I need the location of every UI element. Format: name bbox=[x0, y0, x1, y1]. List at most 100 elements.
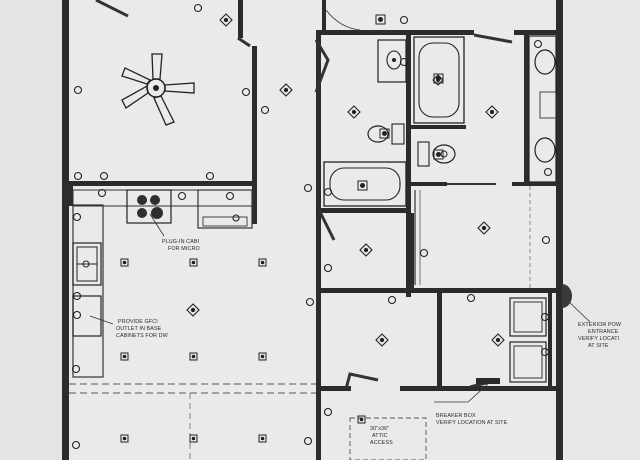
exterior-wall-right bbox=[556, 0, 563, 460]
outlet-icon bbox=[323, 263, 333, 273]
master-vanity-icon bbox=[528, 35, 557, 183]
leader-plug-in-cabinet bbox=[149, 213, 165, 237]
bath2-tub-wall bbox=[411, 125, 466, 129]
bath1-toilet-icon bbox=[367, 123, 405, 145]
recessed-light-icon bbox=[258, 434, 267, 443]
wall-laundry-divider bbox=[437, 293, 442, 389]
note-gfci-line3: CABINETS FOR DW bbox=[116, 333, 169, 339]
hall-wall-left bbox=[316, 30, 321, 460]
paper-margin-left bbox=[0, 0, 62, 460]
recessed-light-icon bbox=[258, 258, 267, 267]
walls bbox=[62, 0, 563, 460]
master-bath-vanity-wall bbox=[524, 35, 529, 183]
outlets bbox=[71, 3, 553, 450]
exhaust-fan-icon bbox=[433, 73, 444, 84]
dishwasher bbox=[72, 295, 102, 337]
attic-access-outline bbox=[349, 417, 427, 460]
exhaust-fan-icon bbox=[379, 128, 390, 139]
outlet-icon bbox=[241, 87, 251, 97]
kitchen-sink-icon bbox=[72, 242, 102, 286]
note-attic-access-line1: 30"x36" bbox=[370, 426, 389, 432]
door-living-right bbox=[237, 36, 251, 48]
outlet-icon bbox=[399, 57, 409, 67]
outlet-icon bbox=[323, 407, 333, 417]
outlet-icon bbox=[72, 310, 82, 320]
note-attic-access-line3: ACCESS bbox=[370, 440, 393, 446]
outlet-icon bbox=[73, 85, 83, 95]
recessed-light-icon bbox=[189, 434, 198, 443]
bath2-tub-icon bbox=[413, 36, 465, 124]
kitchen-wall-stub bbox=[69, 186, 73, 206]
outlet-icon bbox=[71, 364, 81, 374]
outlet-icon bbox=[205, 171, 215, 181]
exhaust-fan-icon bbox=[433, 149, 444, 160]
outlet-icon bbox=[72, 212, 82, 222]
hall-top-stub bbox=[322, 0, 326, 30]
ceiling-light-icon bbox=[477, 221, 491, 235]
master-bath-wall-top bbox=[514, 30, 558, 35]
wall-hall-bottom-left bbox=[321, 386, 351, 391]
ceiling-fan-icon bbox=[121, 53, 195, 126]
closet-wall-right bbox=[410, 213, 414, 288]
outlet-icon bbox=[177, 191, 187, 201]
fixtures bbox=[72, 35, 572, 384]
outlet-icon bbox=[533, 39, 543, 49]
outlet-icon bbox=[305, 297, 315, 307]
outlet-icon bbox=[260, 105, 270, 115]
outlet-icon bbox=[303, 183, 313, 193]
master-bath-wall-bottom bbox=[512, 182, 558, 186]
door-bath1 bbox=[317, 209, 336, 241]
door-bath2 bbox=[473, 33, 513, 44]
note-plug-in-cabinet-line2: FOR MICRO bbox=[168, 246, 200, 252]
refrigerator bbox=[197, 189, 253, 229]
living-wall-segment bbox=[238, 0, 243, 38]
wall-living-bottom bbox=[69, 181, 255, 186]
refrigerator-door bbox=[202, 216, 248, 227]
leader-lines bbox=[89, 213, 591, 403]
recessed-light-icon bbox=[189, 352, 198, 361]
outlet-icon bbox=[323, 187, 333, 197]
note-gfci-line2: OUTLET IN BASE bbox=[116, 326, 162, 332]
outlet-icon bbox=[225, 191, 235, 201]
ceiling-light-icon bbox=[359, 243, 373, 257]
bath1-wall-bottom bbox=[321, 208, 409, 213]
recessed-light-icon bbox=[258, 352, 267, 361]
outlet-icon bbox=[399, 15, 409, 25]
recessed-light-icon bbox=[120, 352, 129, 361]
note-breaker-box-line1: BREAKER BOX bbox=[436, 413, 476, 419]
ceiling-light-icon bbox=[279, 83, 293, 97]
dryer-icon bbox=[509, 341, 547, 383]
note-breaker-box-line2: VERIFY LOCATION AT SITE bbox=[436, 420, 508, 426]
note-exterior-power-line3: VERIFY LOCATI bbox=[578, 336, 619, 342]
note-exterior-power-line4: AT SITE bbox=[588, 343, 609, 349]
note-attic-access-line2: ATTIC bbox=[372, 433, 388, 439]
note-plug-in-cabinet-line1: PLUG-IN CABI bbox=[162, 239, 199, 245]
outlet-icon bbox=[72, 291, 82, 301]
leader-gfci bbox=[89, 315, 114, 325]
wall-laundry-bottom bbox=[400, 386, 558, 391]
wall-laundry-top bbox=[321, 288, 558, 293]
leader-exterior-power bbox=[566, 299, 591, 323]
outlet-icon bbox=[540, 347, 550, 357]
doors bbox=[95, 0, 513, 390]
bath2-toilet-icon bbox=[417, 141, 456, 167]
recessed-light-icon bbox=[120, 258, 129, 267]
wall-kitchen-right bbox=[252, 46, 257, 224]
outlet-icon bbox=[97, 188, 107, 198]
exhaust-fan-icon bbox=[375, 14, 386, 25]
note-exterior-power-line1: EXTERIOR POW bbox=[578, 322, 622, 328]
outlet-icon bbox=[232, 214, 240, 222]
leader-breaker-box bbox=[434, 383, 489, 403]
ceiling-light-icon bbox=[347, 105, 361, 119]
outlet-icon bbox=[540, 312, 550, 322]
outlet-icon bbox=[466, 293, 476, 303]
bath1-tub-icon bbox=[323, 161, 407, 207]
outlet-icon bbox=[303, 436, 313, 446]
cooktop-icon bbox=[126, 189, 172, 224]
note-gfci-line1: PROVIDE GFCI bbox=[118, 319, 158, 325]
ceiling-light-icon bbox=[219, 13, 233, 27]
outlet-icon bbox=[387, 295, 397, 305]
bath1-wall-right bbox=[406, 35, 411, 297]
ceiling-light-icon bbox=[375, 333, 389, 347]
